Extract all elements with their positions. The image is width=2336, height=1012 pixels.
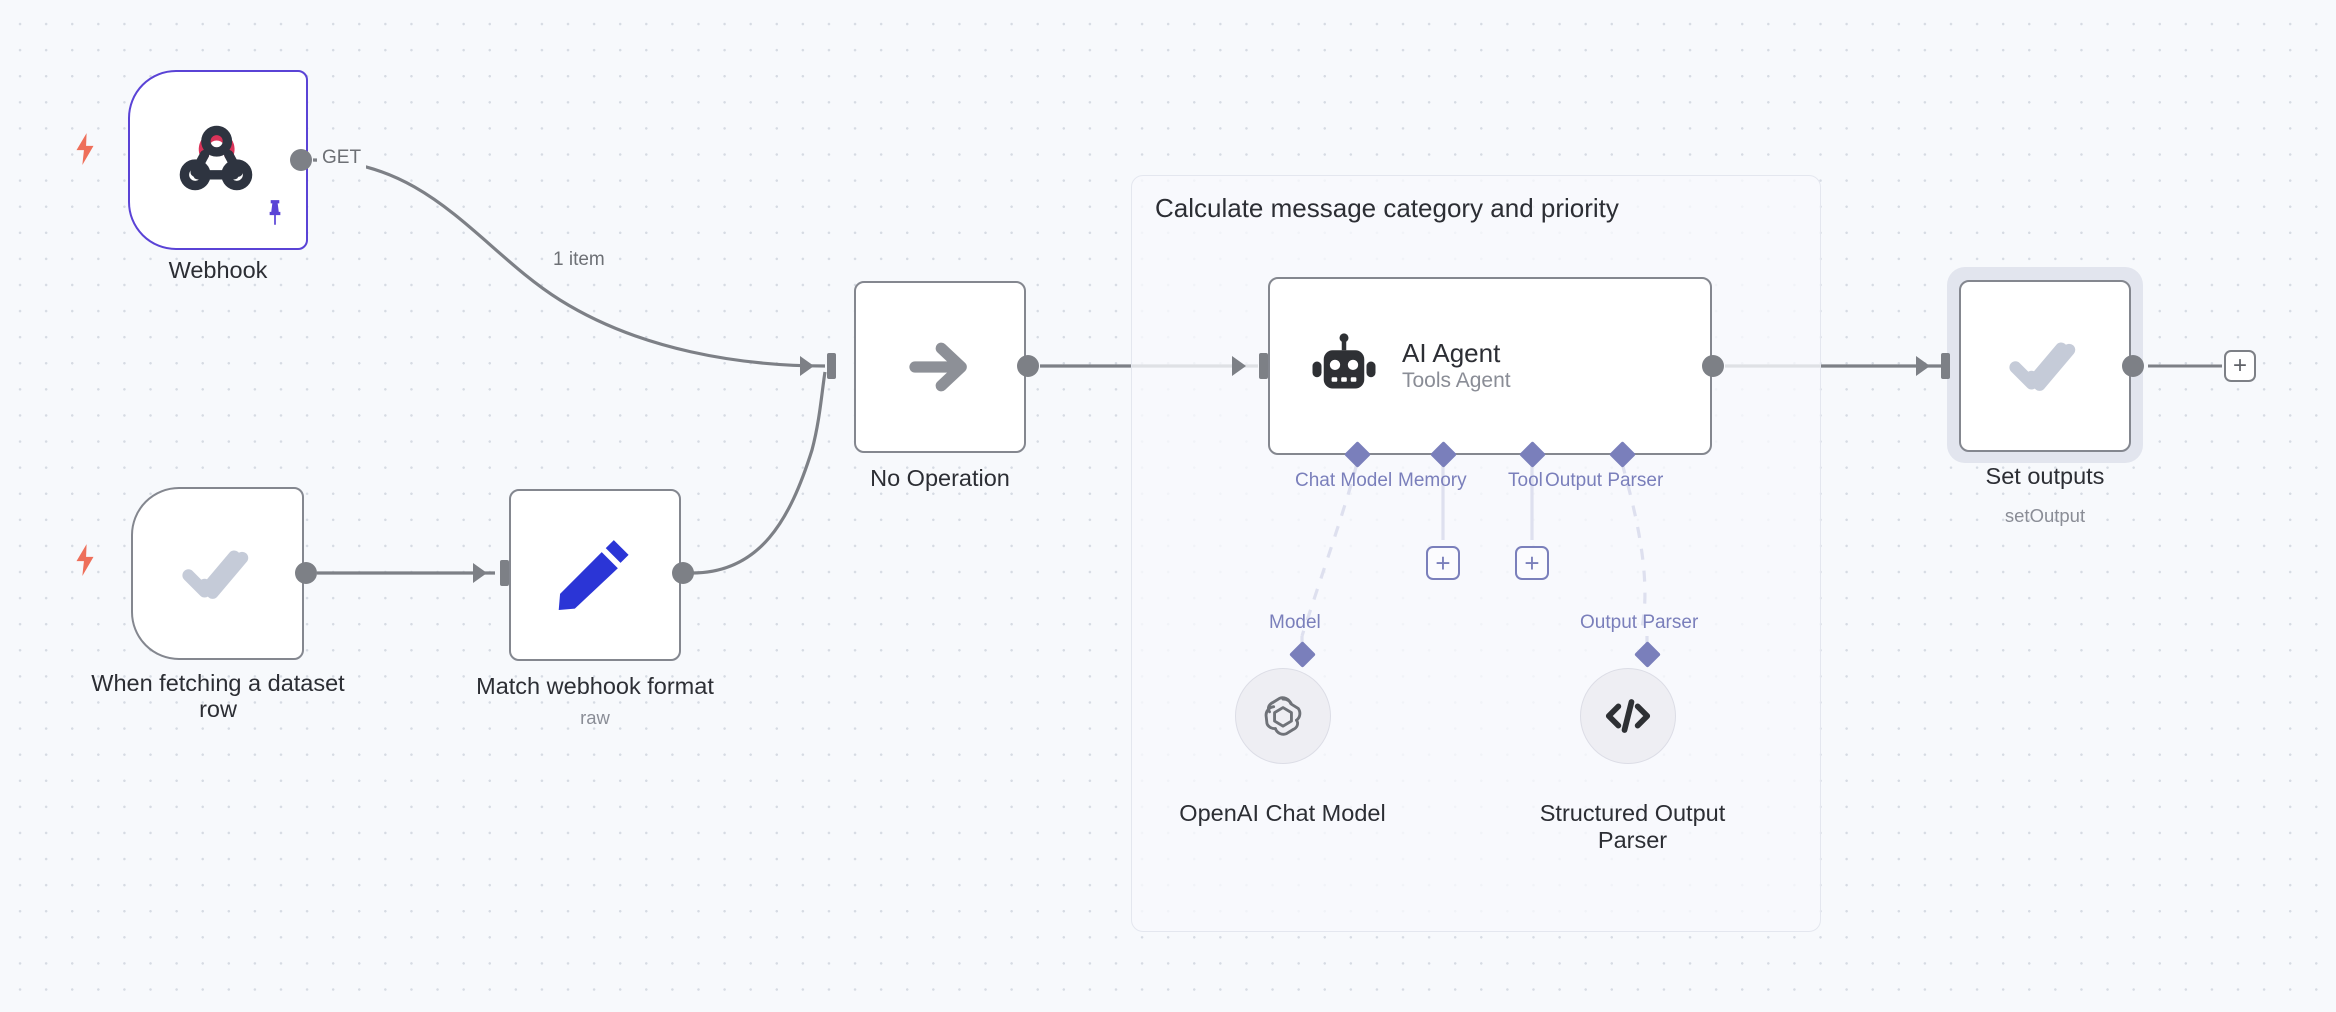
add-node-button[interactable]: +	[2224, 350, 2256, 382]
group-title: Calculate message category and priority	[1155, 193, 1619, 223]
setoutputs-output-port[interactable]	[2122, 355, 2144, 377]
node-sublabel-set-outputs: setOutput	[2004, 505, 2086, 526]
arrow-right-icon	[909, 342, 967, 392]
edge-label-1-item: 1 item	[548, 248, 610, 272]
node-set-outputs[interactable]	[1959, 280, 2131, 452]
setoutputs-input-port[interactable]	[1941, 353, 1950, 379]
edge-arrow-to-setoutputs	[1916, 356, 1930, 376]
noop-input-port[interactable]	[827, 353, 836, 379]
node-label-structured-output-parser: Structured Output Parser	[1539, 800, 1726, 854]
dataset-output-port[interactable]	[295, 562, 317, 584]
node-when-fetching-dataset-row[interactable]	[131, 487, 304, 660]
node-structured-output-parser[interactable]	[1580, 668, 1676, 764]
pin-icon[interactable]	[262, 198, 288, 228]
subconnector-label-model: Model	[1269, 612, 1321, 633]
node-ai-agent[interactable]: AI Agent Tools Agent	[1268, 277, 1712, 455]
pencil-edit-icon	[558, 540, 629, 610]
connector-label-chat-model: Chat Model	[1295, 470, 1393, 491]
add-tool-button[interactable]: +	[1515, 546, 1549, 580]
trigger-bolt-icon-2	[72, 543, 98, 577]
node-openai-chat-model[interactable]	[1235, 668, 1331, 764]
node-webhook[interactable]	[128, 70, 308, 250]
agent-output-port[interactable]	[1702, 355, 1724, 377]
noop-output-port[interactable]	[1017, 355, 1039, 377]
robot-icon	[1312, 333, 1376, 389]
node-match-webhook-format[interactable]	[509, 489, 681, 661]
openai-icon	[1264, 696, 1302, 736]
agent-input-port[interactable]	[1259, 353, 1268, 379]
trigger-bolt-icon	[72, 132, 98, 166]
node-label-match-webhook-format: Match webhook format	[476, 673, 714, 699]
subconnector-label-output-parser: Output Parser	[1580, 612, 1699, 633]
node-label-openai-chat-model: OpenAI Chat Model	[1179, 800, 1386, 826]
webhook-output-port[interactable]	[290, 149, 312, 171]
agent-title: AI Agent	[1402, 337, 1501, 368]
double-check-icon-2	[2009, 342, 2076, 391]
node-sublabel-match-webhook-format: raw	[580, 707, 610, 728]
connector-label-memory: Memory	[1398, 470, 1467, 491]
node-label-no-operation: No Operation	[870, 465, 1010, 491]
edge-arrow-to-agent	[1232, 356, 1246, 376]
double-check-icon	[181, 549, 248, 599]
add-memory-button[interactable]: +	[1426, 546, 1460, 580]
node-label-set-outputs: Set outputs	[1985, 463, 2105, 489]
edge-arrow-to-match	[473, 563, 487, 583]
node-label-when-fetching-dataset-row: When fetching a dataset row	[91, 670, 345, 723]
code-brackets-icon	[1605, 699, 1651, 733]
edge-arrow-to-noop	[800, 356, 814, 376]
agent-subtitle: Tools Agent	[1402, 368, 1511, 392]
webhook-icon	[179, 125, 253, 191]
node-no-operation[interactable]	[854, 281, 1026, 453]
node-label-webhook: Webhook	[168, 257, 268, 283]
match-input-port[interactable]	[500, 560, 509, 586]
connector-label-output-parser: Output Parser	[1545, 470, 1664, 491]
edge-label-get: GET	[317, 146, 367, 170]
connector-label-tool: Tool	[1508, 470, 1543, 491]
match-output-port[interactable]	[672, 562, 694, 584]
